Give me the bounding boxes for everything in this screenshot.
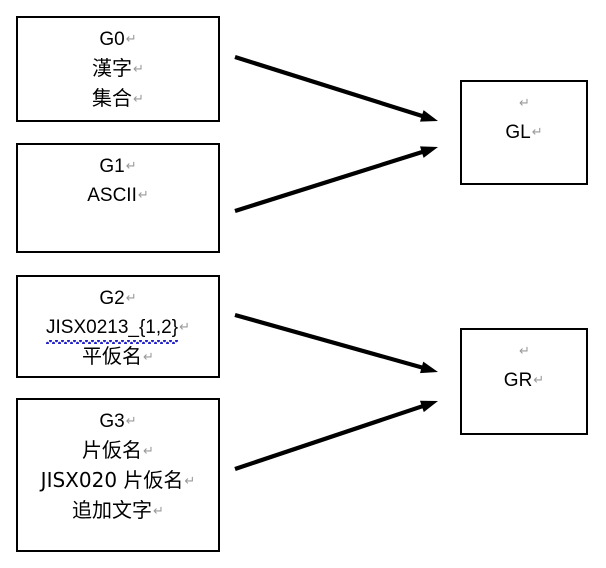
charset-box-g3[interactable]: G3↵ 片仮名↵ JISX020 片仮名↵ 追加文字↵ [16, 398, 220, 552]
pilcrow-mark: ↵ [184, 474, 196, 489]
arrow-g0-to-gl [234, 54, 438, 122]
pilcrow-mark: ↵ [519, 344, 530, 359]
box-gr-line-1: ↵ [518, 337, 530, 366]
arrow-g1-to-gl [234, 146, 438, 214]
charset-box-g2[interactable]: G2↵ JISX0213_{1,2}↵ 平仮名↵ [16, 275, 220, 378]
pilcrow-mark: ↵ [533, 373, 545, 388]
charset-box-gr[interactable]: ↵ GR↵ [460, 328, 588, 435]
pilcrow-mark: ↵ [143, 350, 154, 365]
box-g0-line-1: G0↵ [99, 29, 137, 50]
pilcrow-mark: ↵ [125, 291, 137, 306]
pilcrow-mark: ↵ [143, 444, 154, 459]
charset-box-g0[interactable]: G0↵ 漢字↵ 集合↵ [16, 16, 220, 122]
pilcrow-mark: ↵ [137, 188, 149, 203]
box-g3-line-2: 片仮名↵ [82, 438, 154, 462]
pilcrow-mark: ↵ [133, 92, 144, 107]
pilcrow-mark: ↵ [153, 504, 164, 519]
pilcrow-mark: ↵ [125, 159, 137, 174]
box-gr-line-2: GR↵ [503, 370, 545, 391]
pilcrow-mark: ↵ [179, 320, 190, 335]
box-g0-line-2: 漢字↵ [92, 56, 144, 80]
box-g0-line-3: 集合↵ [92, 86, 144, 110]
pilcrow-mark: ↵ [133, 62, 144, 77]
arrow-g2-to-gr [234, 312, 438, 374]
arrow-g3-to-gr [234, 400, 438, 471]
box-gl-line-2: GL↵ [505, 122, 543, 143]
charset-box-g1[interactable]: G1↵ ASCII↵ [16, 143, 220, 253]
box-gl-line-1: ↵ [518, 89, 530, 118]
box-g3-line-4: 追加文字↵ [72, 498, 164, 522]
box-g3-line-3: JISX020 片仮名↵ [40, 468, 196, 492]
charset-box-gl[interactable]: ↵ GL↵ [460, 80, 588, 185]
box-g2-line-1: G2↵ [99, 288, 137, 309]
box-g2-line-3: 平仮名↵ [82, 344, 154, 368]
box-g1-line-2: ASCII↵ [87, 185, 149, 206]
pilcrow-mark: ↵ [125, 32, 137, 47]
box-g1-line-1: G1↵ [99, 156, 137, 177]
box-g3-line-1: G3↵ [99, 411, 137, 432]
spellcheck-underlined-text: JISX0213_{1,2} [46, 313, 179, 344]
pilcrow-mark: ↵ [519, 96, 530, 111]
pilcrow-mark: ↵ [125, 414, 137, 429]
pilcrow-mark: ↵ [531, 125, 543, 140]
box-g2-line-2: JISX0213_{1,2}↵ [46, 313, 190, 344]
